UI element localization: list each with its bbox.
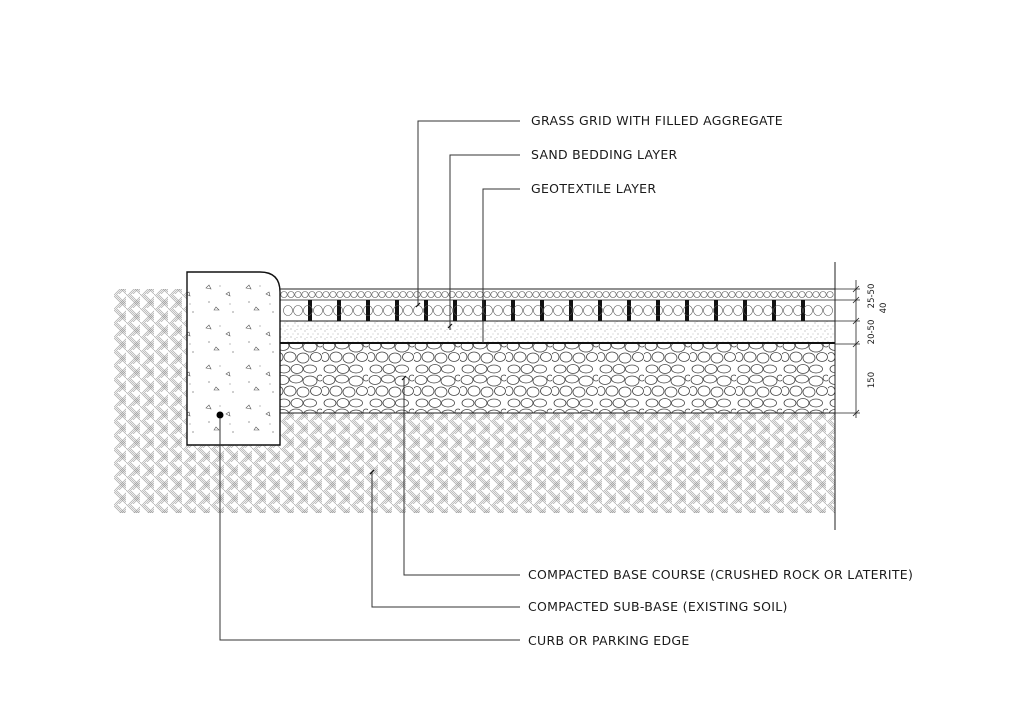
dimension-chain [835, 280, 860, 418]
dim-base: 150 [867, 372, 877, 388]
label-curb: CURB OR PARKING EDGE [528, 633, 690, 648]
label-base-course: COMPACTED BASE COURSE (CRUSHED ROCK OR L… [528, 567, 913, 582]
grass-grid-layer [279, 288, 836, 322]
curb-rebar-dot [216, 411, 224, 419]
leader-sand-bedding [449, 154, 520, 330]
label-grass-grid: GRASS GRID WITH FILLED AGGREGATE [531, 113, 783, 128]
leader-base-course [403, 378, 520, 576]
label-sand-bedding: SAND BEDDING LAYER [531, 147, 678, 162]
leader-grass-grid [417, 120, 520, 305]
soil-left [114, 289, 187, 513]
leader-sub-base [371, 472, 520, 608]
dim-grid-top: 25-50 [867, 284, 877, 309]
leader-curb [219, 418, 520, 641]
label-sub-base: COMPACTED SUB-BASE (EXISTING SOIL) [528, 599, 788, 614]
base-course-layer [280, 344, 835, 413]
dim-grid-total: 40 [879, 303, 889, 314]
curb-block [186, 271, 281, 446]
leader-geotextile [482, 188, 520, 343]
sub-base-soil [280, 413, 835, 513]
sand-bedding-layer [280, 321, 835, 342]
dim-sand: 20-50 [867, 320, 877, 345]
soil-under-curb [187, 445, 280, 513]
label-geotextile: GEOTEXTILE LAYER [531, 181, 656, 196]
